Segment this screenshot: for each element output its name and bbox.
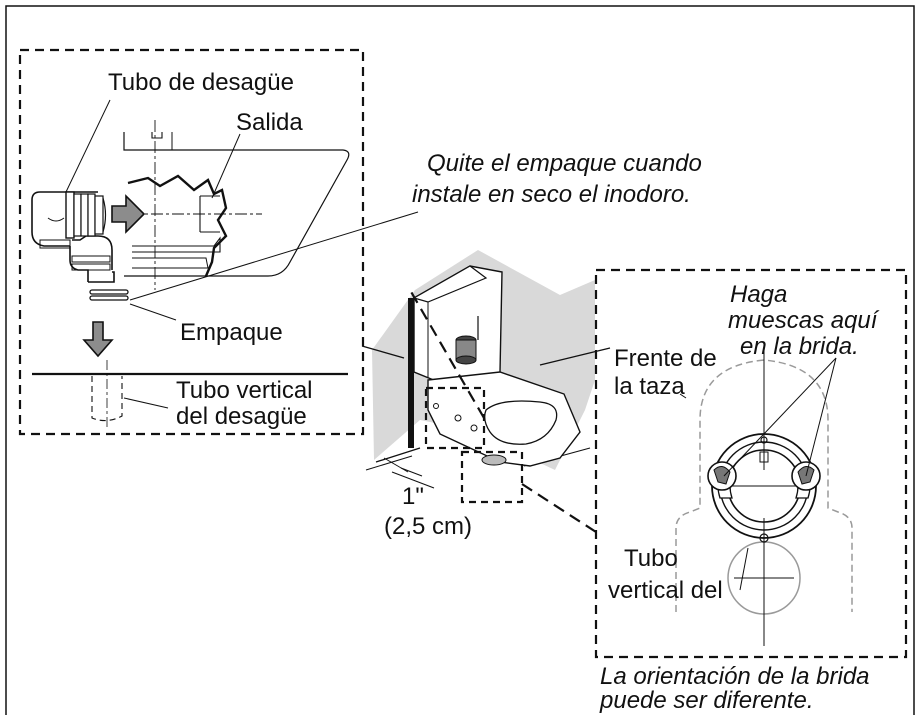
label-vertical-drain-2: del desagüe bbox=[176, 403, 307, 430]
tank-lid bbox=[412, 265, 488, 303]
toilet-rear-outline bbox=[123, 132, 350, 277]
label-distance-cm: (2,5 cm) bbox=[384, 513, 472, 540]
bowl-rim bbox=[484, 400, 558, 445]
orientation-note-line2: puede ser diferente. bbox=[599, 687, 813, 714]
label-vertical-drain-1: Tubo vertical bbox=[176, 377, 313, 404]
label-outlet: Salida bbox=[236, 109, 303, 136]
leader-vertical-drain bbox=[123, 397, 169, 409]
leader-gasket bbox=[129, 303, 177, 321]
gasket-rings bbox=[89, 289, 129, 301]
toilet-illustration bbox=[361, 250, 611, 533]
flange-inset-border bbox=[594, 268, 908, 659]
orientation-note-line1: La orientación de la brida bbox=[600, 663, 870, 690]
flange-detail-inset: Haga muescas aquí en la brida. Frente de… bbox=[594, 268, 908, 659]
leader-notch-right bbox=[805, 357, 837, 477]
label-flange-tube-1: Tubo bbox=[624, 545, 678, 572]
drain-detail-inset: Tubo de desagüe Salida Empaque Tubo vert… bbox=[18, 48, 365, 436]
gasket-note-line1: Quite el empaque cuando bbox=[427, 150, 702, 177]
vertical-drain-hidden bbox=[91, 376, 123, 422]
leader-notch-left bbox=[723, 357, 837, 477]
label-flange-tube-2: vertical del bbox=[608, 577, 723, 604]
inset-dashed-border bbox=[18, 48, 365, 436]
label-notch-3: en la brida. bbox=[740, 333, 859, 360]
label-drain-tube: Tubo de desagüe bbox=[108, 69, 294, 96]
label-notch-2: muescas aquí bbox=[728, 307, 880, 334]
insert-arrow-down bbox=[82, 321, 114, 358]
leader-flange-tube bbox=[739, 547, 749, 591]
drain-tube bbox=[31, 191, 115, 283]
connector-to-left-inset bbox=[409, 289, 485, 419]
gasket-note-line2: instale en seco el inodoro. bbox=[412, 181, 691, 208]
label-bowl-front-2: la taza bbox=[614, 373, 685, 400]
label-bowl-front-1: Frente de bbox=[614, 345, 717, 372]
label-notch-1: Haga bbox=[730, 281, 787, 308]
insert-arrow-right bbox=[111, 194, 146, 234]
bowl-front-outline bbox=[675, 359, 853, 612]
outer-frame bbox=[5, 5, 915, 715]
detail-box-flange bbox=[460, 450, 524, 504]
label-gasket: Empaque bbox=[180, 319, 283, 346]
connector-to-right-inset bbox=[521, 483, 597, 533]
leader-drain-tube bbox=[65, 99, 111, 193]
leader-gasket-note bbox=[129, 211, 419, 301]
label-distance-in: 1" bbox=[402, 483, 424, 510]
cutaway-edge bbox=[127, 174, 228, 277]
wall-mounting-strip bbox=[408, 298, 414, 448]
leader-outlet bbox=[211, 133, 241, 199]
